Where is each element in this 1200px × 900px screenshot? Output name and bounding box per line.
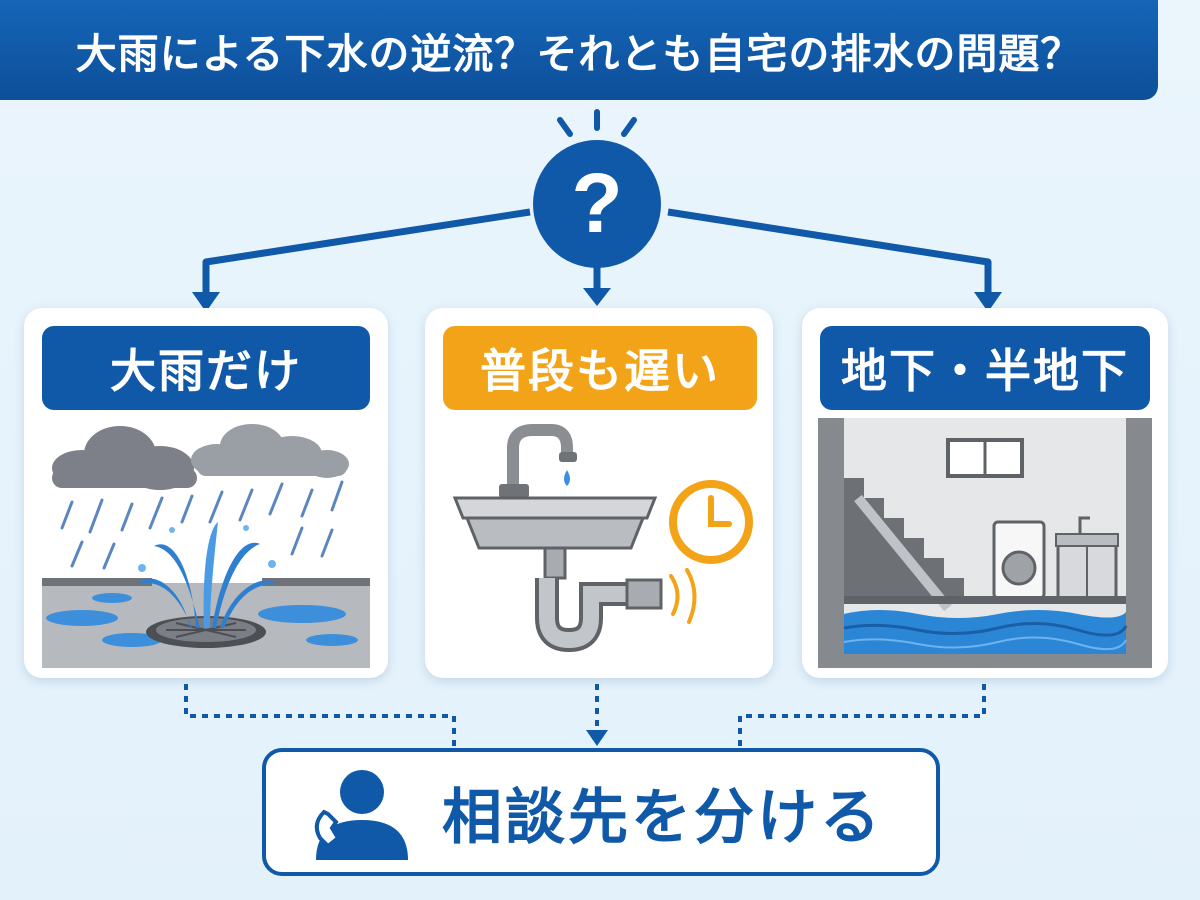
card-usually-slow: 普段も遅い [425,308,773,678]
card-header: 普段も遅い [443,326,757,410]
title-banner: 大雨による下水の逆流？それとも自宅の排水の問題？ [0,0,1158,100]
card-basement-semi-basement: 地下・半地下 [802,308,1168,678]
arrow-right [667,208,992,296]
person-phone-icon [314,770,408,860]
flooded-basement-icon [818,418,1152,668]
dotted-link-left [184,684,456,746]
card-label: 地下・半地下 [841,344,1129,398]
question-mark-icon: ? [571,156,622,250]
card-label: 大雨だけ [110,344,302,398]
rain-geyser-manhole-icon [42,424,370,668]
consult-label: 相談先を分ける [442,782,883,853]
arrow-left [202,208,531,296]
slow-sink-drain-clock-icon [452,424,753,653]
dotted-link-right [738,684,986,746]
card-label: 普段も遅い [480,344,720,398]
burst-lines [557,109,637,137]
question-circle [533,140,661,268]
consult-conclusion-box: 相談先を分ける [262,748,940,876]
card-header: 地下・半地下 [820,326,1150,410]
card-heavy-rain-only: 大雨だけ [24,308,388,678]
page-title: 大雨による下水の逆流？それとも自宅の排水の問題？ [75,30,1083,78]
card-header: 大雨だけ [42,326,370,410]
